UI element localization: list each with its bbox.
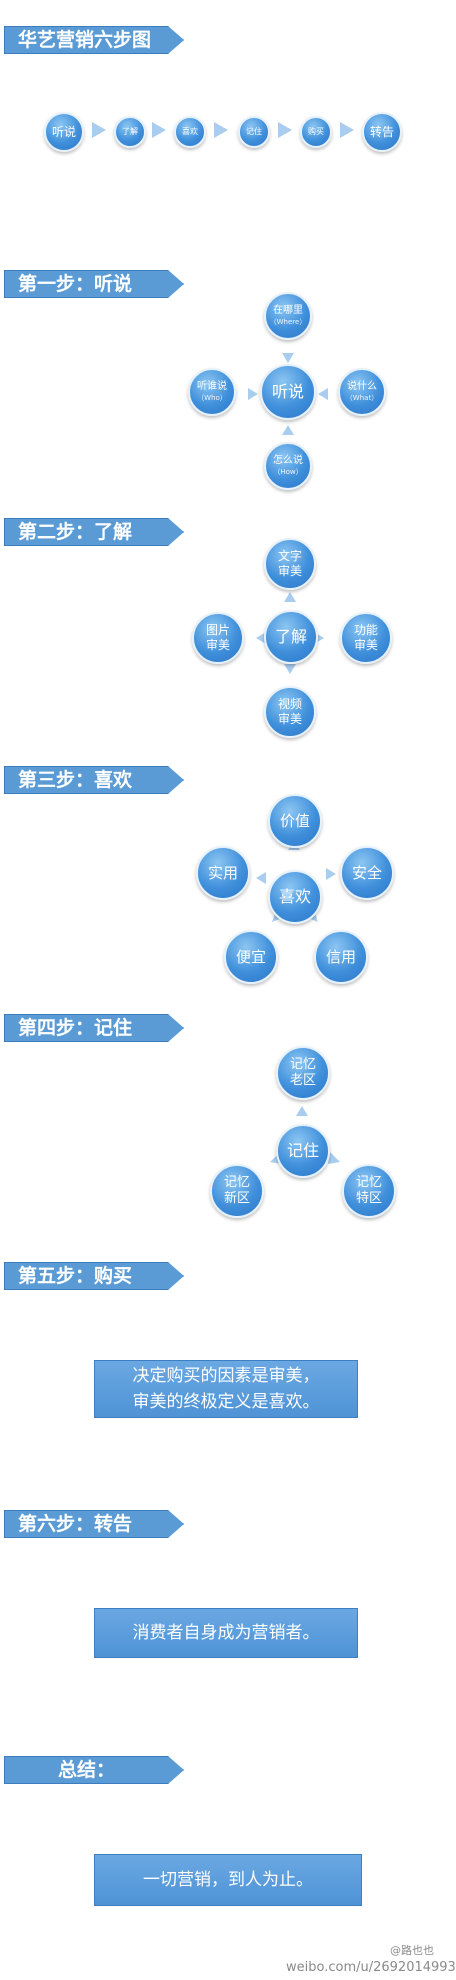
step1-bottom: 怎么说（How） [264, 442, 312, 490]
flow-arrow-4 [278, 122, 292, 138]
step2-left: 图片审美 [192, 612, 244, 664]
step2-center: 了解 [264, 610, 318, 664]
step4-right: 记忆特区 [342, 1164, 396, 1218]
step2-bottom: 视频审美 [264, 686, 316, 738]
step1-center: 听说 [260, 364, 316, 420]
flow-node-1: 听说 [44, 112, 84, 152]
step3-top: 价值 [268, 794, 322, 848]
flow-arrow-3 [214, 122, 228, 138]
step5-box: 决定购买的因素是审美， 审美的终极定义是喜欢。 [94, 1360, 358, 1418]
summary-box: 一切营销，到人为止。 [94, 1854, 362, 1906]
step4-top: 记忆老区 [276, 1046, 330, 1100]
flow-node-5: 购买 [300, 116, 332, 148]
title-banner: 华艺营销六步图 [4, 26, 184, 54]
step2-banner: 第二步：了解 [4, 518, 184, 546]
step1-left: 听谁说（Who） [188, 368, 236, 416]
step3-bottom-right: 信用 [314, 930, 368, 984]
summary-banner: 总结： [4, 1756, 184, 1784]
step6-banner: 第六步：转告 [4, 1510, 184, 1538]
step5-banner: 第五步：购买 [4, 1262, 184, 1290]
step3-right: 安全 [340, 846, 394, 900]
flow-node-2: 了解 [114, 116, 146, 148]
step4-banner: 第四步：记住 [4, 1014, 184, 1042]
step3-banner: 第三步：喜欢 [4, 766, 184, 794]
flow-arrow-1 [92, 122, 106, 138]
watermark-handle: @路也也 [390, 1944, 434, 1957]
flow-node-3: 喜欢 [174, 116, 206, 148]
flow-node-4: 记住 [238, 116, 270, 148]
step3-bottom-left: 便宜 [224, 930, 278, 984]
step1-banner: 第一步：听说 [4, 270, 184, 298]
step2-top: 文字审美 [264, 538, 316, 590]
step4-connectors [270, 1106, 340, 1164]
flow-node-6: 转告 [362, 112, 402, 152]
page-title: 华艺营销六步图 [18, 29, 152, 51]
step6-box: 消费者自身成为营销者。 [94, 1608, 358, 1658]
flow-arrow-2 [152, 122, 166, 138]
flow-arrow-5 [340, 122, 354, 138]
step1-top: 在哪里（Where） [264, 292, 312, 340]
step1-connectors [248, 353, 328, 435]
step4-left: 记忆新区 [210, 1164, 264, 1218]
step3-left: 实用 [196, 846, 250, 900]
watermark-url: weibo.com/u/2692014993 [286, 1960, 456, 1975]
step2-right: 功能审美 [340, 612, 392, 664]
step1-right: 说什么（What） [338, 368, 386, 416]
step3-center: 喜欢 [268, 870, 322, 924]
step4-center: 记住 [276, 1124, 330, 1178]
